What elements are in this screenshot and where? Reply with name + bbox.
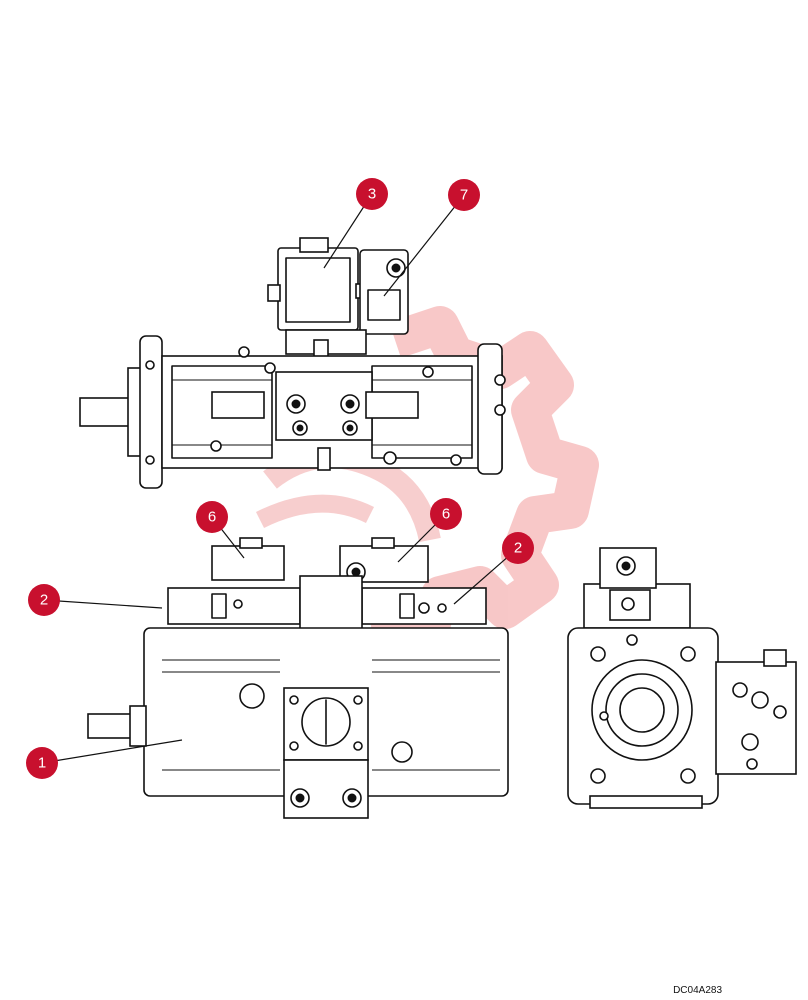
top-view-assembly [79,237,506,489]
svg-text:7: 7 [460,187,468,204]
svg-text:2: 2 [514,540,522,557]
drawing-code: DC04A283 [673,985,722,996]
callout-7: 7 [448,179,480,211]
side-view-assembly [87,537,509,819]
callout-3: 3 [356,178,388,210]
svg-text:2: 2 [40,592,48,609]
callout-1: 1 [26,747,58,779]
callout-6-left: 6 [196,501,228,533]
callout-2-left: 2 [28,584,60,616]
svg-text:6: 6 [442,506,450,523]
end-view-assembly [567,547,797,809]
callout-6-right: 6 [430,498,462,530]
svg-text:6: 6 [208,509,216,526]
svg-text:1: 1 [38,755,46,772]
svg-text:3: 3 [368,186,376,203]
callout-2-right: 2 [502,532,534,564]
